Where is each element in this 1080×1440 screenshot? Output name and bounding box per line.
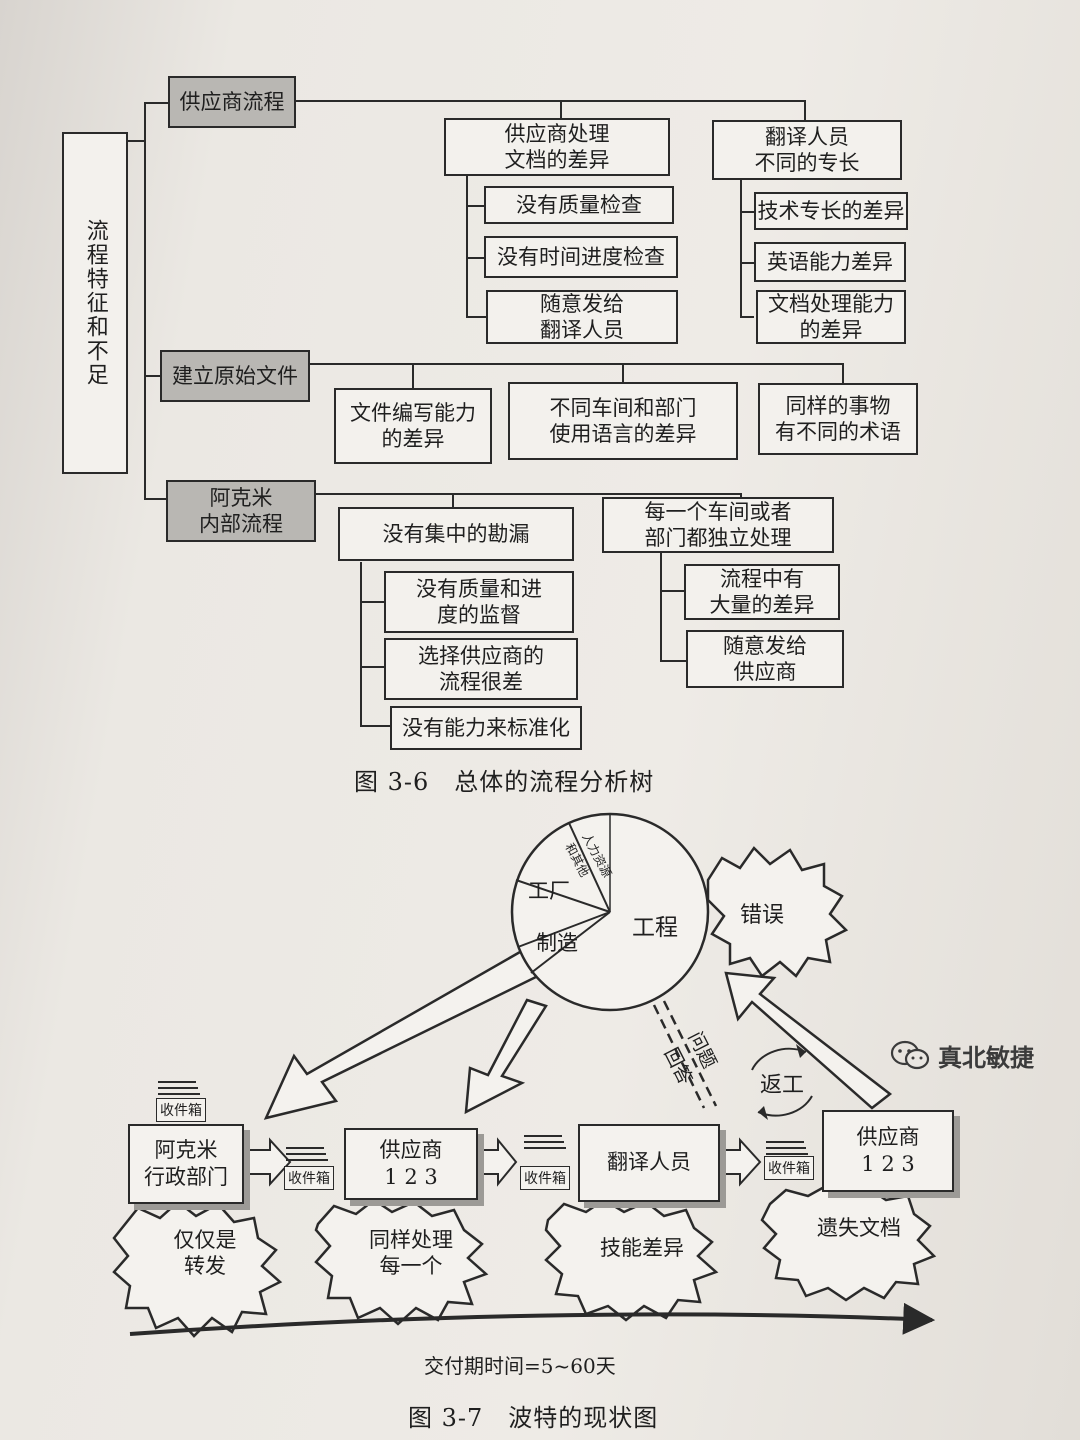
stage-supplier: 供应商 1 2 3 bbox=[344, 1128, 478, 1200]
leaf-english-diff: 英语能力差异 bbox=[754, 242, 906, 282]
leaf-no-standardization: 没有能力来标准化 bbox=[390, 706, 582, 750]
bottom-clouds bbox=[112, 1184, 937, 1338]
leaf-random-to-suppliers: 随意发给 供应商 bbox=[686, 630, 844, 688]
watermark: 真北敏捷 bbox=[890, 1038, 1034, 1073]
stage-translator: 翻译人员 bbox=[578, 1124, 720, 1202]
pie-label-factory: 工厂 bbox=[528, 879, 570, 903]
cloud-just-forward: 仅仅是 转发 bbox=[173, 1227, 237, 1278]
root-connector bbox=[128, 140, 146, 142]
watermark-text: 真北敏捷 bbox=[938, 1044, 1034, 1072]
stage-acme-admin: 阿克米 行政部门 bbox=[128, 1124, 244, 1204]
branch-supplier-process: 供应商流程 bbox=[168, 76, 296, 128]
leaf-poor-supplier-selection: 选择供应商的 流程很差 bbox=[384, 638, 578, 700]
wechat-icon bbox=[890, 1040, 930, 1069]
inbox-admin: 收件箱 bbox=[156, 1098, 206, 1122]
push-arrows bbox=[243, 1137, 762, 1187]
group-independent-handling: 每一个车间或者 部门都独立处理 bbox=[602, 497, 834, 553]
error-label: 错误 bbox=[740, 903, 784, 928]
stage-supplier-return: 供应商 1 2 3 bbox=[822, 1110, 954, 1192]
leaf-writing-skill-diff: 文件编写能力 的差异 bbox=[334, 388, 492, 464]
leaf-language-diff: 不同车间和部门 使用语言的差异 bbox=[508, 382, 738, 460]
branch-create-originals: 建立原始文件 bbox=[160, 350, 310, 402]
leaf-many-variations: 流程中有 大量的差异 bbox=[684, 564, 840, 620]
figure-3-6-caption: 图 3-6 总体的流程分析树 bbox=[354, 768, 655, 796]
figure-3-7-caption: 图 3-7 波特的现状图 bbox=[408, 1404, 659, 1432]
inbox-supplier: 收件箱 bbox=[284, 1166, 334, 1190]
arrow-from-supplier bbox=[724, 971, 893, 1110]
leaf-no-schedule-check: 没有时间进度检查 bbox=[484, 236, 678, 278]
qa-signal: 问题 回答 bbox=[652, 1000, 720, 1109]
group-no-central-review: 没有集中的勘漏 bbox=[338, 507, 574, 561]
cloud-lost-docs: 遗失文档 bbox=[817, 1215, 901, 1240]
lead-time-label: 交付期时间=5~60天 bbox=[424, 1354, 616, 1378]
pie-label-manufacturing: 制造 bbox=[536, 931, 578, 955]
leaf-random-to-translators: 随意发给 翻译人员 bbox=[486, 290, 678, 344]
department-pie-chart: 工程 制造 工厂 人力资源 和其他 bbox=[510, 812, 710, 1012]
leaf-tech-skill-diff: 技术专长的差异 bbox=[754, 192, 908, 230]
group-supplier-doc-diff: 供应商处理 文档的差异 bbox=[444, 118, 670, 176]
rework-loop: 返工 bbox=[751, 1044, 813, 1120]
leaf-terminology-diff: 同样的事物 有不同的术语 bbox=[758, 383, 918, 455]
cloud-same-handling: 同样处理 每一个 bbox=[369, 1227, 453, 1278]
branch-acme-internal: 阿克米 内部流程 bbox=[166, 480, 316, 542]
inbox-translator: 收件箱 bbox=[520, 1166, 570, 1190]
leaf-no-quality-check: 没有质量检查 bbox=[484, 186, 674, 224]
cloud-skill-diff: 技能差异 bbox=[600, 1235, 684, 1260]
inbox-stacks bbox=[158, 1081, 808, 1161]
arrow-to-admin bbox=[263, 950, 542, 1120]
group-translator-skills: 翻译人员 不同的专长 bbox=[712, 120, 902, 180]
leaf-no-quality-schedule-monitor: 没有质量和进 度的监督 bbox=[384, 571, 574, 633]
trunk-line bbox=[144, 102, 146, 500]
inbox-supplier-2: 收件箱 bbox=[764, 1156, 814, 1180]
arrow-to-supplier bbox=[464, 998, 548, 1115]
rework-label: 返工 bbox=[760, 1073, 804, 1098]
timeline-arrow bbox=[129, 1302, 936, 1336]
error-cloud: 错误 bbox=[706, 846, 849, 978]
leaf-doc-handling-diff: 文档处理能力 的差异 bbox=[756, 290, 906, 344]
tree-root: 流程特征和不足 bbox=[62, 132, 128, 474]
pie-label-engineering: 工程 bbox=[632, 915, 678, 941]
